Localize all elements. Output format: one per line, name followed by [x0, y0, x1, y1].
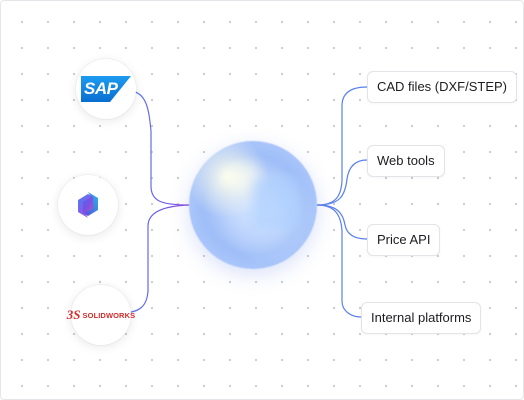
connector-web-tools: [316, 159, 368, 206]
output-node-cad-files[interactable]: CAD files (DXF/STEP): [367, 71, 518, 103]
connector-sap: [128, 90, 190, 206]
connector-internal-platforms: [316, 204, 362, 318]
output-node-internal-platforms[interactable]: Internal platforms: [361, 302, 482, 334]
connector-cad-files: [316, 86, 368, 206]
connector-price-api: [316, 204, 368, 240]
sap-logo-icon: SAP: [81, 76, 131, 102]
solidworks-logo-mark: 3S: [66, 307, 81, 322]
source-node-solidworks[interactable]: 3S SOLIDWORKS: [67, 285, 135, 345]
solidworks-logo-text: SOLIDWORKS: [82, 310, 136, 320]
source-node-sap[interactable]: SAP: [76, 59, 136, 119]
connector-solidworks: [120, 204, 190, 314]
sap-logo-text: SAP: [84, 79, 118, 98]
output-node-web-tools[interactable]: Web tools: [367, 145, 445, 177]
output-node-price-api[interactable]: Price API: [367, 224, 441, 256]
central-hub-orb[interactable]: [189, 141, 317, 269]
source-node-copilot[interactable]: [58, 175, 118, 235]
copilot-logo-icon: [78, 192, 98, 218]
hub-pane: [253, 177, 299, 229]
solidworks-logo-icon: 3S SOLIDWORKS: [67, 307, 135, 323]
